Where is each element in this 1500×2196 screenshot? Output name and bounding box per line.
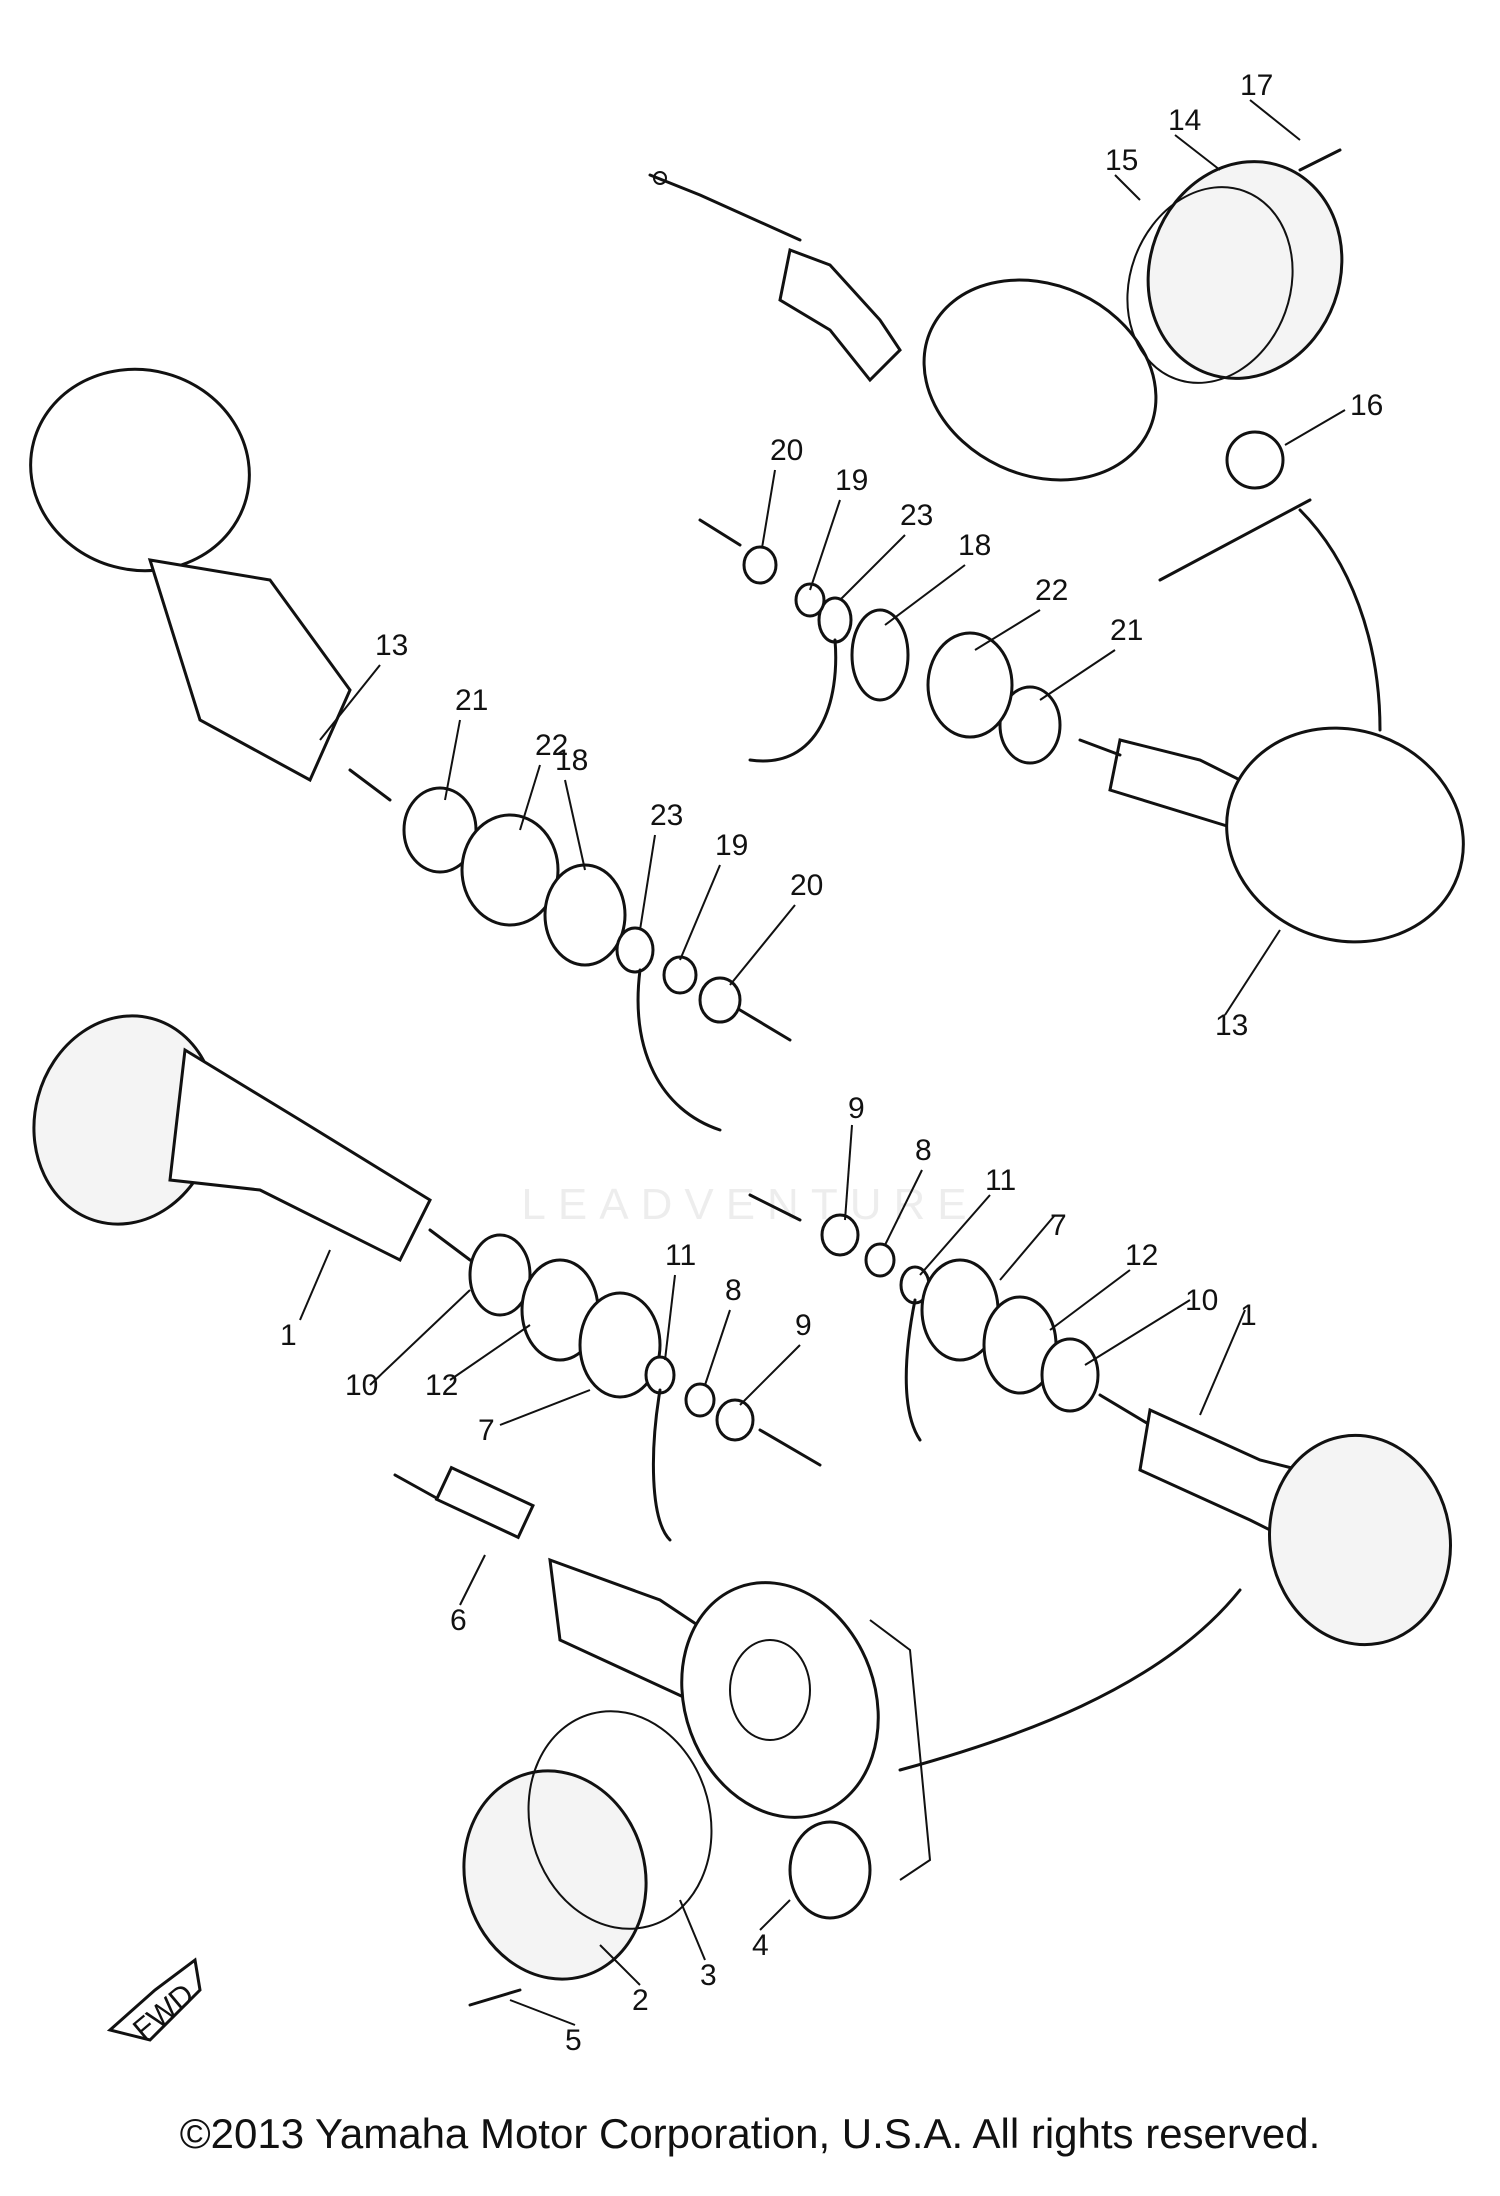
part-label-22: 22 xyxy=(535,729,568,762)
part-label-8: 8 xyxy=(725,1274,742,1307)
part-label-19: 19 xyxy=(835,464,868,497)
part-label-3: 3 xyxy=(700,1959,717,1992)
part-label-20: 20 xyxy=(790,869,823,902)
part-label-15: 15 xyxy=(1105,144,1138,177)
part-label-9: 9 xyxy=(795,1309,812,1342)
part-label-18: 18 xyxy=(555,744,588,777)
part-label-6: 6 xyxy=(450,1604,467,1637)
turn-signal-left-1 xyxy=(32,1014,822,1542)
turn-signal-right-1 xyxy=(748,1193,1452,1647)
part-label-2: 2 xyxy=(632,1984,649,2017)
part-label-21: 21 xyxy=(455,684,488,717)
part-label-21: 21 xyxy=(1110,614,1143,647)
part-label-23: 23 xyxy=(650,799,683,832)
watermark-text: LEADVENTURE xyxy=(521,1180,979,1229)
part-label-13: 13 xyxy=(375,629,408,662)
turn-signal-right-13 xyxy=(698,518,1465,944)
part-label-7: 7 xyxy=(1050,1209,1067,1242)
copyright-notice: ©2013 Yamaha Motor Corporation, U.S.A. A… xyxy=(179,2110,1321,2157)
part-label-4: 4 xyxy=(752,1929,769,1962)
leader-lines xyxy=(299,99,1346,2026)
part-label-1: 1 xyxy=(280,1319,297,1352)
part-labels: 1 1 2 3 4 5 6 7 7 8 8 9 9 10 10 11 11 12… xyxy=(280,69,1383,2057)
turn-signal-left-13 xyxy=(29,367,792,1132)
part-label-9: 9 xyxy=(848,1092,865,1125)
part-label-23: 23 xyxy=(900,499,933,532)
part-label-8: 8 xyxy=(915,1134,932,1167)
part-label-18: 18 xyxy=(958,529,991,562)
part-label-12: 12 xyxy=(1125,1239,1158,1272)
part-label-20: 20 xyxy=(770,434,803,467)
turn-signal-top-right-upper xyxy=(648,148,1344,490)
part-label-22: 22 xyxy=(1035,574,1068,607)
part-label-7: 7 xyxy=(478,1414,495,1447)
part-label-1: 1 xyxy=(1240,1299,1257,1332)
part-label-11: 11 xyxy=(665,1239,696,1272)
part-label-10: 10 xyxy=(345,1369,378,1402)
turn-signal-rear-assembly xyxy=(393,1465,932,2007)
part-label-19: 19 xyxy=(715,829,748,862)
assembly-arrows xyxy=(898,498,1382,1772)
fwd-direction-badge: FWD xyxy=(106,1957,202,2047)
part-label-13: 13 xyxy=(1215,1009,1248,1042)
part-label-16: 16 xyxy=(1350,389,1383,422)
part-label-10: 10 xyxy=(1185,1284,1218,1317)
part-label-5: 5 xyxy=(565,2024,582,2057)
part-label-17: 17 xyxy=(1240,69,1273,102)
part-label-12: 12 xyxy=(425,1369,458,1402)
part-label-14: 14 xyxy=(1168,104,1201,137)
part-label-11: 11 xyxy=(985,1164,1016,1197)
